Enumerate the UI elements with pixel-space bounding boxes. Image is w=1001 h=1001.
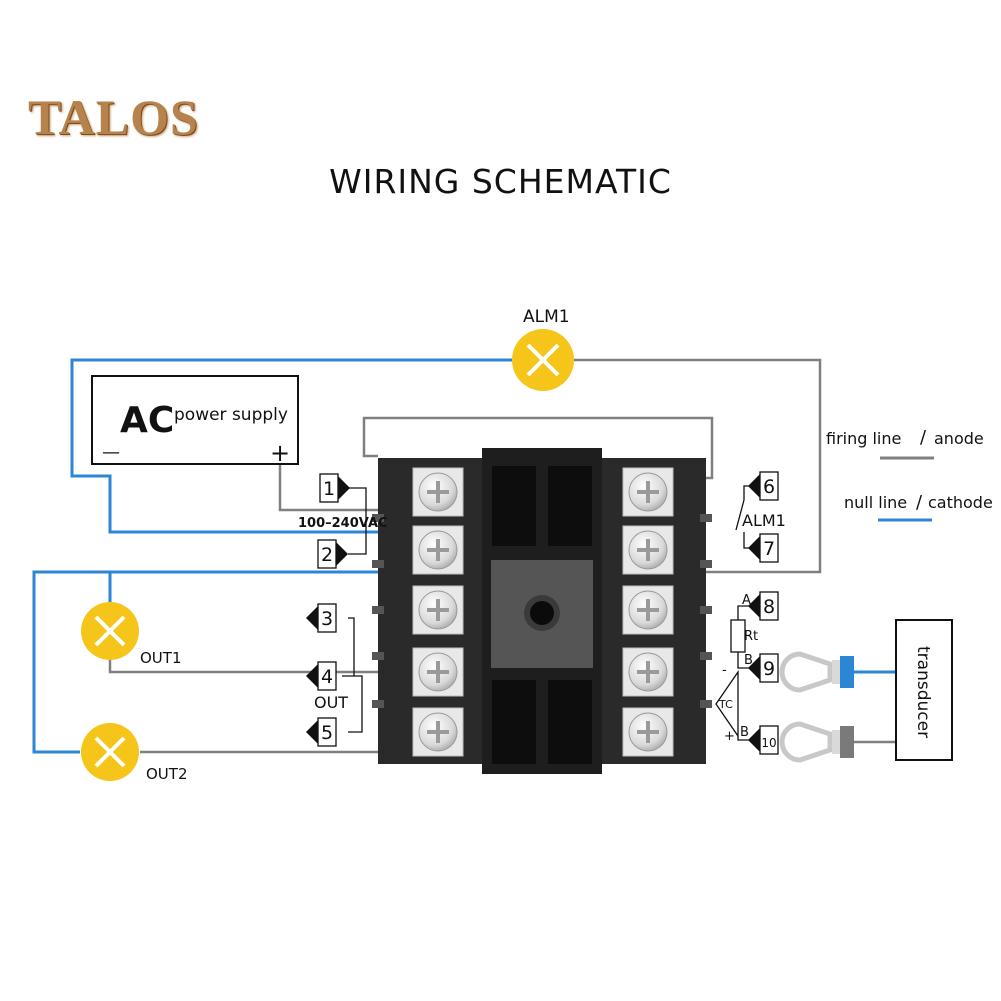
transducer-label: transducer [913, 646, 933, 738]
wire-alm1-gray [574, 358, 822, 574]
brand-logo: TALOS [28, 89, 199, 145]
legend-slash-2: / [916, 492, 923, 513]
terminal-number: 4 [321, 666, 333, 688]
terminal-tag-10: 10 [748, 725, 779, 755]
terminal-tag-8: 8 [748, 591, 779, 621]
wire-ac-plus [278, 462, 378, 512]
alm1-lamp-label: ALM1 [523, 307, 570, 327]
sensor-b1-label: B [744, 653, 753, 668]
rt-label: Rt [744, 629, 758, 644]
ac-label: AC [120, 400, 174, 441]
sensor-b2-label: B [740, 725, 749, 740]
terminal-number: 7 [763, 538, 775, 560]
wire-alm1-blue [70, 358, 512, 534]
voltage-label: 100–240VAC [298, 516, 388, 531]
terminal-tag-2: 2 [317, 539, 348, 569]
power-supply-label: power supply [174, 405, 288, 425]
terminal-screw [622, 585, 674, 635]
terminal-screw [622, 467, 674, 517]
terminal-number: 1 [323, 478, 335, 500]
page-title: WIRING SCHEMATIC [329, 162, 672, 201]
terminal-tag-6: 6 [748, 471, 779, 501]
out1-lamp-label: OUT1 [140, 649, 182, 667]
out2-lamp-label: OUT2 [146, 765, 188, 783]
legend-firing-line: firing line [826, 429, 901, 448]
terminal-screw [412, 585, 464, 635]
wire-out1-gray [108, 660, 378, 674]
wire-out-blue [32, 570, 378, 754]
legend-null-line: null line [844, 493, 907, 512]
terminal-tags: 1 2 3 4 5 6 7 8 9 10 [306, 471, 779, 755]
out-relay-label: OUT [314, 693, 348, 712]
terminal-screws [412, 467, 674, 757]
tc-minus: - [722, 663, 727, 678]
terminal-number: 10 [761, 736, 776, 750]
terminal-number: 5 [321, 722, 333, 744]
terminal-tag-5: 5 [306, 717, 337, 747]
terminal-tag-1: 1 [319, 473, 350, 503]
terminal-number: 2 [321, 544, 333, 566]
legend-slash-1: / [920, 427, 927, 448]
transducer-box: transducer [895, 619, 953, 761]
sensor-a-label: A [742, 593, 751, 608]
legend: firing line / anode null line / cathode [826, 427, 993, 522]
wire-jumper-top [362, 416, 714, 480]
alm1-relay-label: ALM1 [742, 511, 786, 530]
terminal-number: 9 [763, 658, 775, 680]
minus-sign: — [102, 442, 120, 463]
terminal-number: 3 [321, 608, 333, 630]
legend-anode: anode [934, 429, 984, 448]
terminal-tag-7: 7 [748, 533, 779, 563]
terminal-screw [622, 525, 674, 575]
ac-power-supply: AC power supply — + [91, 375, 299, 467]
tc-label: TC [718, 698, 733, 711]
terminal-tag-3: 3 [306, 603, 337, 633]
lamp-alm1 [512, 329, 574, 391]
terminal-screw [412, 707, 464, 757]
terminal-screw [412, 647, 464, 697]
blue-wires [32, 358, 896, 754]
legend-cathode: cathode [928, 493, 993, 512]
terminal-tag-9: 9 [748, 653, 779, 683]
spade-connector-gray [779, 721, 854, 763]
terminal-screw [622, 707, 674, 757]
terminal-number: 6 [763, 476, 775, 498]
terminal-screw [412, 467, 464, 517]
spade-connector-blue [779, 651, 854, 693]
terminal-screw [412, 525, 464, 575]
plus-sign: + [270, 439, 290, 467]
lamp-out1 [81, 602, 139, 660]
lamp-out2 [81, 723, 139, 781]
terminal-number: 8 [763, 596, 775, 618]
terminal-tag-4: 4 [306, 661, 337, 691]
tc-plus: + [724, 729, 735, 744]
terminal-screw [622, 647, 674, 697]
